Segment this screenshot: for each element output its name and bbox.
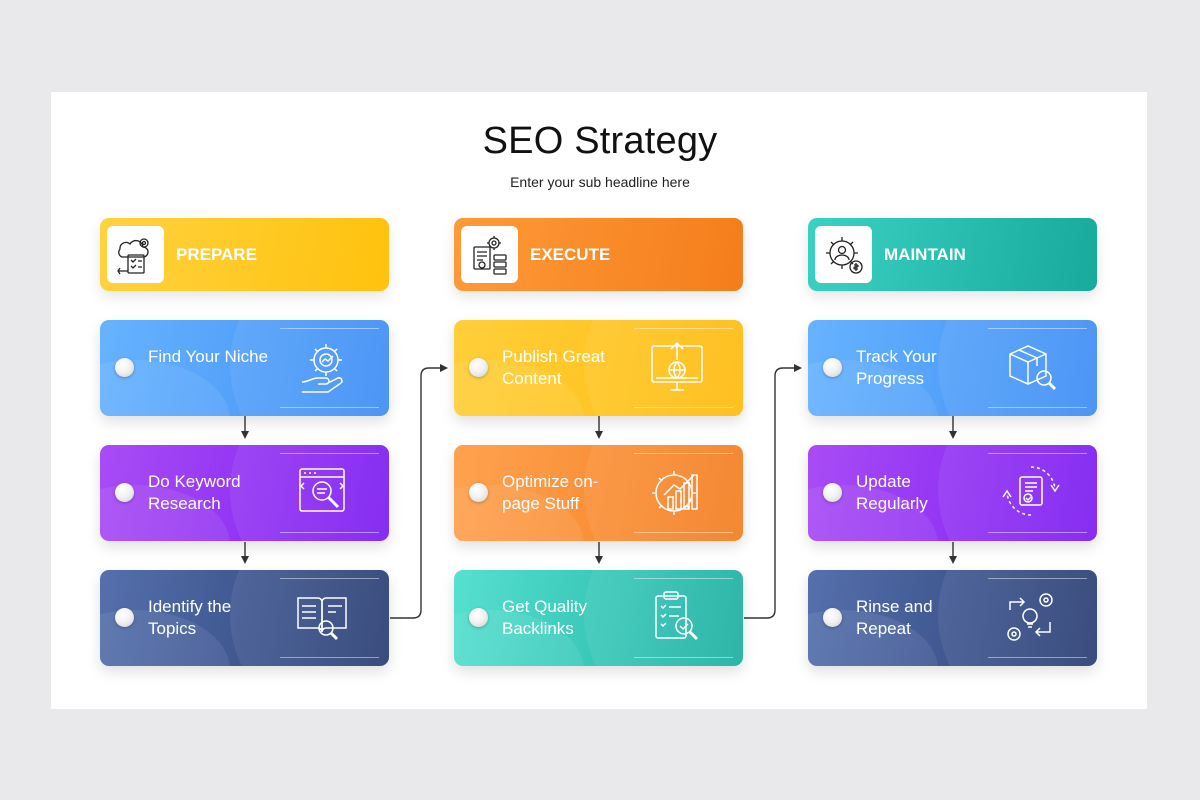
page-subtitle: Enter your sub headline here (510, 174, 690, 190)
header-prepare: PREPARE (100, 218, 389, 291)
step-card-find-niche[interactable]: Find Your Niche (100, 320, 389, 416)
step-card-publish-content[interactable]: Publish Great Content (454, 320, 743, 416)
header-execute: EXECUTE (454, 218, 743, 291)
step-label: Identify the Topics (148, 597, 232, 638)
gear-growth-icon (644, 463, 710, 523)
step-label: Publish Great Content (502, 347, 605, 388)
clipboard-search-icon (644, 588, 710, 648)
bullet-dot (469, 483, 488, 502)
step-card-quality-backlinks[interactable]: Get Quality Backlinks (454, 570, 743, 666)
step-label: Find Your Niche (148, 347, 269, 366)
gear-user-dollar-icon (815, 226, 872, 283)
bullet-dot (823, 483, 842, 502)
step-card-identify-topics[interactable]: Identify the Topics (100, 570, 389, 666)
header-label: MAINTAIN (884, 245, 966, 264)
bullet-dot (115, 358, 134, 377)
header-label: PREPARE (176, 245, 257, 264)
step-label: Get Quality Backlinks (502, 597, 588, 638)
bullet-dot (115, 608, 134, 627)
gear-checklist-icon (461, 226, 518, 283)
step-label: Track Your Progress (856, 347, 937, 388)
step-card-update-regularly[interactable]: Update Regularly (808, 445, 1097, 541)
bullet-dot (469, 608, 488, 627)
page-title: SEO Strategy (482, 120, 718, 162)
step-card-keyword-research[interactable]: Do Keyword Research (100, 445, 389, 541)
bullet-dot (115, 483, 134, 502)
step-card-rinse-repeat[interactable]: Rinse and Repeat (808, 570, 1097, 666)
step-label: Do Keyword Research (148, 472, 241, 513)
bullet-dot (469, 358, 488, 377)
header-maintain: MAINTAIN (808, 218, 1097, 291)
book-search-icon (290, 588, 356, 648)
gear-hand-icon (290, 338, 356, 398)
idea-cycle-icon (998, 588, 1064, 648)
browser-search-icon (290, 463, 356, 523)
bullet-dot (823, 608, 842, 627)
header-label: EXECUTE (530, 245, 611, 264)
bullet-dot (823, 358, 842, 377)
arrow-c2-to-c3 (744, 364, 802, 619)
step-label: Optimize on-page Stuff (502, 472, 599, 513)
step-card-track-progress[interactable]: Track Your Progress (808, 320, 1097, 416)
monitor-upload-icon (644, 338, 710, 398)
step-label: Update Regularly (856, 472, 928, 513)
step-card-optimize-onpage[interactable]: Optimize on-page Stuff (454, 445, 743, 541)
settings-document-icon (107, 226, 164, 283)
step-label: Rinse and Repeat (856, 597, 933, 638)
arrow-c1-to-c2 (390, 364, 448, 619)
box-search-icon (998, 338, 1064, 398)
document-refresh-icon (998, 463, 1064, 523)
